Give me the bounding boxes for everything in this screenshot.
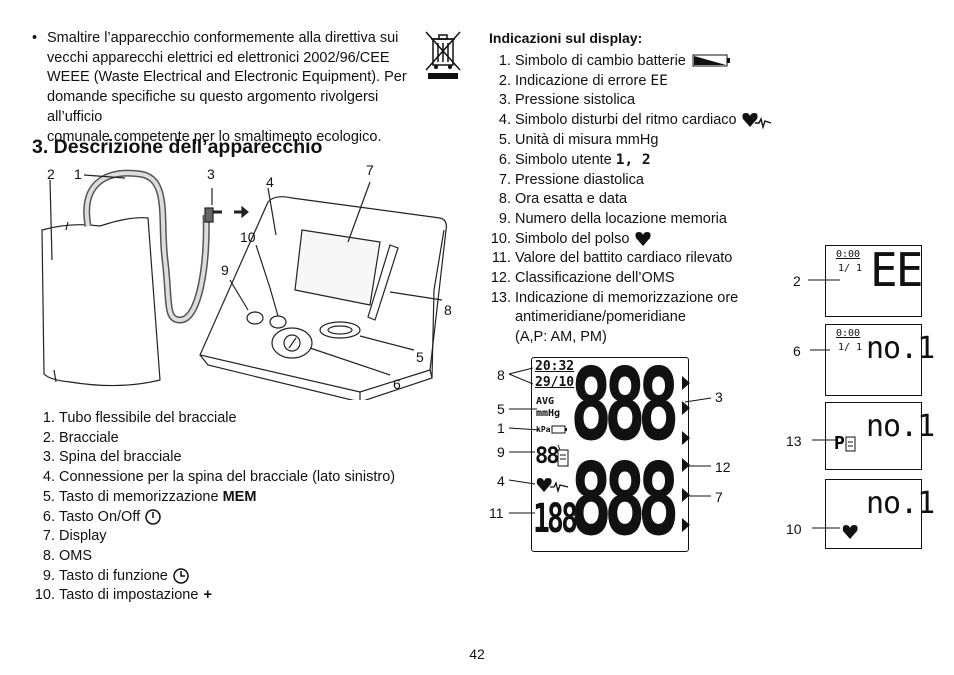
list-item: 8.OMS: [42, 547, 93, 564]
power-icon: [145, 508, 161, 525]
small-display: no.1: [825, 479, 935, 549]
lcd-date: 29/10: [535, 375, 575, 390]
battery-icon: [692, 54, 730, 67]
list-item: 10.Tasto di impostazione+: [32, 586, 395, 606]
callout-6: 6: [393, 376, 401, 392]
lcd-callout-4: 4: [497, 473, 505, 489]
weee-bin-icon: [425, 31, 461, 79]
lcd-pulse-value: 188: [533, 496, 578, 542]
lcd-memory: 88: [535, 444, 559, 469]
user-symbol: 1, 2: [615, 151, 651, 168]
lcd-callout-lines: [508, 367, 712, 514]
display-title: Indicazioni sul display:: [489, 30, 643, 46]
lcd-time: 20:32: [535, 359, 575, 374]
list-item: 7.Pressione diastolica: [498, 171, 644, 188]
lcd-callout-3: 3: [715, 389, 723, 405]
callout-1: 1: [74, 166, 82, 182]
list-item: 8.Ora esatta e data: [498, 191, 628, 208]
error-symbol: EE: [650, 72, 668, 89]
ampm-memory-icon: P: [834, 433, 856, 453]
lcd-panel: [531, 357, 689, 552]
list-item: 11.Valore del battito cardiaco rilevato: [491, 250, 733, 267]
who-arrows: [682, 376, 690, 532]
list-item: 6.Tasto On/Off: [32, 508, 395, 528]
lcd-callout-7: 7: [715, 489, 723, 505]
lcd-systolic: 888: [570, 346, 680, 463]
list-item: 9.Tasto di funzione: [32, 567, 395, 587]
callout-2: 2: [47, 166, 55, 182]
list-item: 7.Display: [42, 528, 107, 545]
parts-list: 1.Tubo flessibile del bracciale 2.Bracci…: [32, 409, 395, 606]
page-number: 42: [469, 646, 485, 662]
callout-3: 3: [207, 166, 215, 182]
lcd-arrhythmia-icon: [536, 478, 569, 494]
lcd-memory-icon: [557, 444, 569, 467]
list-item: 3.Spina del bracciale: [42, 449, 182, 466]
lcd-battery-icon: [551, 425, 567, 434]
callout-5: 5: [416, 349, 424, 365]
list-item: 4.Connessione per la spina del bracciale…: [42, 469, 396, 486]
list-item: 1.Tubo flessibile del bracciale: [42, 410, 237, 426]
disposal-line: Smaltire l’apparecchio conformemente all…: [47, 30, 399, 46]
lcd-callout-8: 8: [497, 367, 505, 383]
list-item: 3.Pressione sistolica: [498, 92, 636, 109]
callout-7: 7: [366, 162, 374, 178]
callout-8: 8: [444, 302, 452, 318]
clock-icon: [173, 567, 189, 584]
disposal-line: WEEE (Waste Electrical and Electronic Eq…: [47, 69, 407, 86]
lcd-kpa: kPa: [536, 425, 551, 434]
list-item: (A,P: AM, PM): [515, 329, 607, 346]
list-item: 10.Simbolo del polso: [489, 230, 773, 250]
lcd-callout-11: 11: [489, 505, 504, 521]
lcd-callout-1: 1: [497, 420, 505, 436]
arrhythmia-heart-icon: [742, 113, 771, 130]
small-display: 0:00 1/ 1 EE: [825, 243, 923, 317]
lcd-callout-9: 9: [497, 444, 505, 460]
small-callout-13: 13: [786, 433, 802, 449]
lcd-callout-5: 5: [497, 401, 505, 417]
plus-icon: +: [203, 587, 212, 604]
lcd-unit: mmHg: [536, 408, 561, 419]
list-item: antimeridiane/pomeridiane: [515, 309, 686, 326]
svg-text:P: P: [834, 433, 845, 453]
device-illustration: [41, 169, 447, 400]
callout-9: 9: [221, 262, 229, 278]
list-item: 5.Unità di misura mmHg: [498, 132, 659, 149]
small-display: 0:00 1/ 1 no.1: [825, 324, 935, 396]
small-callout-lines: [808, 279, 840, 529]
list-item: 1.Simbolo di cambio batterie: [489, 52, 773, 72]
list-item: 5.Tasto di memorizzazione MEM: [42, 488, 257, 505]
callout-10: 10: [240, 229, 256, 245]
section-title: 3. Descrizione dell’apparecchio: [32, 136, 323, 158]
error-ee: EE: [870, 243, 923, 297]
pulse-heart-icon: [842, 525, 858, 539]
list-item: 9.Numero della locazione memoria: [498, 210, 727, 227]
small-callout-2: 2: [793, 273, 801, 289]
disposal-line: domande specifiche su questo argomento r…: [47, 89, 379, 125]
lcd-diastolic: 888: [570, 441, 680, 558]
disposal-line: comunale competente per lo smaltimento e…: [47, 128, 382, 145]
disposal-note: • Smaltire l’apparecchio conformemente a…: [32, 29, 432, 147]
bullet: •: [32, 30, 38, 46]
small-callout-6: 6: [793, 343, 801, 359]
list-item: 13.Indicazione di memorizzazione ore: [490, 289, 739, 306]
list-item: 4.Simbolo disturbi del ritmo cardiaco: [489, 111, 773, 131]
small-callout-10: 10: [786, 521, 802, 537]
lcd-callout-12: 12: [715, 459, 731, 475]
disposal-line: vecchi apparecchi elettrici ed elettroni…: [47, 49, 390, 66]
list-item: 12.Classificazione dell’OMS: [490, 270, 675, 287]
callout-4: 4: [266, 174, 274, 190]
display-list: 1.Simbolo di cambio batterie 2.Indicazio…: [489, 52, 773, 348]
list-item: 2.Bracciale: [42, 429, 119, 446]
lcd-avg: AVG: [536, 396, 555, 407]
small-display: no.1 P: [825, 402, 935, 470]
pulse-heart-icon: [635, 231, 652, 246]
